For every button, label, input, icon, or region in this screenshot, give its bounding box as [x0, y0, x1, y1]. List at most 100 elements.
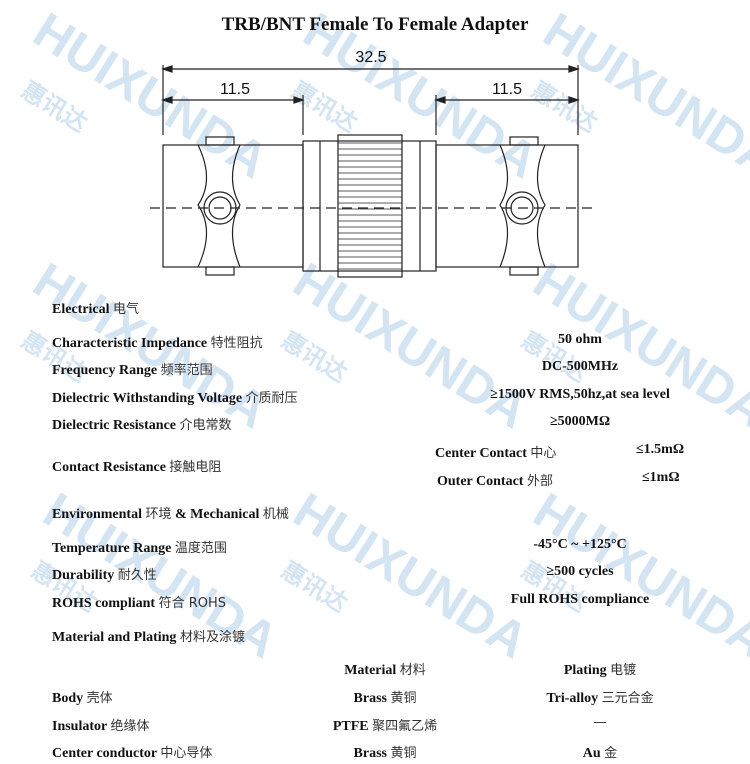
spec-durability-label: Durability 耐久性	[52, 564, 157, 584]
rohs-en: ROHS compliant	[52, 596, 156, 611]
insulator-part-cn: 绝缘体	[110, 719, 150, 734]
center-contact-label: Center Contact 中心	[435, 442, 556, 462]
table-row-body-plating: Tri-alloy 三元合金	[500, 687, 700, 707]
right-bayonet-curve-a	[499, 144, 509, 268]
left-bayonet-curve-a	[197, 144, 207, 268]
spec-frequency-label: Frequency Range 频率范围	[52, 359, 213, 379]
conductor-part-en: Center conductor	[52, 746, 157, 761]
col-header-plating: Plating 电镀	[500, 659, 700, 679]
body-mat-cn: 黄铜	[390, 691, 417, 706]
conductor-mat-en: Brass	[353, 746, 387, 761]
spec-contact-label: Contact Resistance 接触电阻	[52, 456, 221, 476]
material-en: Material and Plating	[52, 630, 177, 645]
conductor-mat-cn: 黄铜	[390, 746, 417, 761]
knurled-nut	[337, 134, 403, 278]
spec-material-label: Material and Plating 材料及涂镀	[52, 626, 245, 646]
mech-header-en: & Mechanical	[175, 507, 260, 522]
mech-header-cn: 机械	[262, 507, 289, 522]
spec-dwv-label: Dielectric Withstanding Voltage 介质耐压	[52, 387, 298, 407]
electrical-header-cn: 电气	[113, 302, 140, 317]
outer-contact-label: Outer Contact 外部	[437, 470, 553, 490]
table-row-conductor-material: Brass 黄铜	[300, 742, 470, 762]
table-row-insulator-plating: —	[500, 715, 700, 731]
rohs-cn: 符合 ROHS	[158, 596, 227, 611]
center-body	[302, 140, 437, 272]
conductor-plat-en: Au	[582, 746, 601, 761]
outer-contact-cn: 外部	[526, 474, 553, 489]
col-material-cn: 材料	[399, 663, 426, 678]
spec-frequency-value: DC-500MHz	[541, 359, 619, 374]
left-body	[162, 144, 304, 268]
conductor-plat-cn: 金	[604, 746, 618, 761]
knurl-lines	[338, 142, 402, 270]
durability-en: Durability	[52, 568, 115, 583]
electrical-header-en: Electrical	[52, 302, 110, 317]
right-body	[435, 144, 579, 268]
adapter-drawing: 32.5 11.5 11.5	[150, 49, 592, 278]
center-contact-en: Center Contact	[435, 446, 527, 461]
center-contact-cn: 中心	[530, 446, 557, 461]
dim-arrows-right	[434, 96, 580, 104]
insulator-part-en: Insulator	[52, 719, 107, 734]
watermark-cn-8: 惠讯达	[276, 557, 351, 618]
durability-cn: 耐久性	[117, 568, 157, 583]
environmental-header: Environmental 环境 & Mechanical 机械	[52, 503, 289, 523]
dwv-cn: 介质耐压	[245, 391, 298, 406]
table-row-body-part: Body 壳体	[52, 687, 113, 707]
left-pin-bottom	[205, 266, 235, 276]
col-material-en: Material	[344, 663, 397, 678]
right-pin-top	[509, 136, 539, 146]
dwv-en: Dielectric Withstanding Voltage	[52, 391, 243, 406]
contact-en: Contact Resistance	[52, 460, 166, 475]
table-row-body-material: Brass 黄铜	[300, 687, 470, 707]
temperature-cn: 温度范围	[174, 541, 227, 556]
watermark-cn-5: 惠讯达	[276, 327, 351, 388]
dim-label-overall: 32.5	[355, 49, 386, 66]
conductor-part-cn: 中心导体	[160, 746, 213, 761]
table-row-insulator-part: Insulator 绝缘体	[52, 715, 150, 735]
left-bayonet-curve-b	[231, 144, 241, 268]
center-contact-value: ≤1.5mΩ	[636, 442, 685, 457]
table-row-conductor-plating: Au 金	[500, 742, 700, 762]
body-plat-cn: 三元合金	[601, 691, 654, 706]
spec-resistance-label: Dielectric Resistance 介电常数	[52, 414, 232, 434]
outer-contact-en: Outer Contact	[437, 474, 524, 489]
table-row-insulator-material: PTFE 聚四氟乙烯	[300, 715, 470, 735]
dim-arrows-overall	[161, 65, 580, 73]
left-pin-top	[205, 136, 235, 146]
outer-contact-value: ≤1mΩ	[642, 470, 680, 485]
dim-label-left: 11.5	[220, 81, 250, 98]
spec-temperature-value: -45°C ~ +125°C	[533, 537, 627, 552]
resistance-cn: 介电常数	[179, 418, 232, 433]
table-row-conductor-part: Center conductor 中心导体	[52, 742, 212, 762]
spec-rohs-label: ROHS compliant 符合 ROHS	[52, 592, 226, 612]
electrical-header: Electrical 电气	[52, 298, 139, 318]
col-plating-cn: 电镀	[610, 663, 637, 678]
spec-resistance-value: ≥5000MΩ	[549, 414, 611, 429]
body-part-en: Body	[52, 691, 84, 706]
right-bayonet-curve-b	[536, 144, 546, 268]
body-part-cn: 壳体	[86, 691, 113, 706]
page-title: TRB/BNT Female To Female Adapter	[221, 14, 529, 35]
body-plat-en: Tri-alloy	[546, 691, 599, 706]
contact-cn: 接触电阻	[169, 460, 222, 475]
insulator-plat-cn: —	[593, 715, 607, 730]
impedance-en: Characteristic Impedance	[52, 336, 208, 351]
env-header-en: Environmental	[52, 507, 142, 522]
spec-durability-value: ≥500 cycles	[546, 564, 614, 579]
frequency-en: Frequency Range	[52, 363, 158, 378]
insulator-mat-en: PTFE	[332, 719, 369, 734]
resistance-en: Dielectric Resistance	[52, 418, 176, 433]
col-header-material: Material 材料	[300, 659, 470, 679]
dim-arrows-left	[161, 96, 305, 104]
impedance-cn: 特性阻抗	[210, 336, 263, 351]
dim-label-right: 11.5	[492, 81, 522, 98]
frequency-cn: 频率范围	[160, 363, 213, 378]
temperature-en: Temperature Range	[52, 541, 172, 556]
spec-dwv-value: ≥1500V RMS,50hz,at sea level	[490, 387, 670, 402]
material-cn: 材料及涂镀	[179, 630, 245, 645]
spec-rohs-value: Full ROHS compliance	[510, 592, 650, 607]
env-header-cn: 环境	[145, 507, 172, 522]
spec-temperature-label: Temperature Range 温度范围	[52, 537, 227, 557]
spec-impedance-value: 50 ohm	[558, 332, 602, 347]
